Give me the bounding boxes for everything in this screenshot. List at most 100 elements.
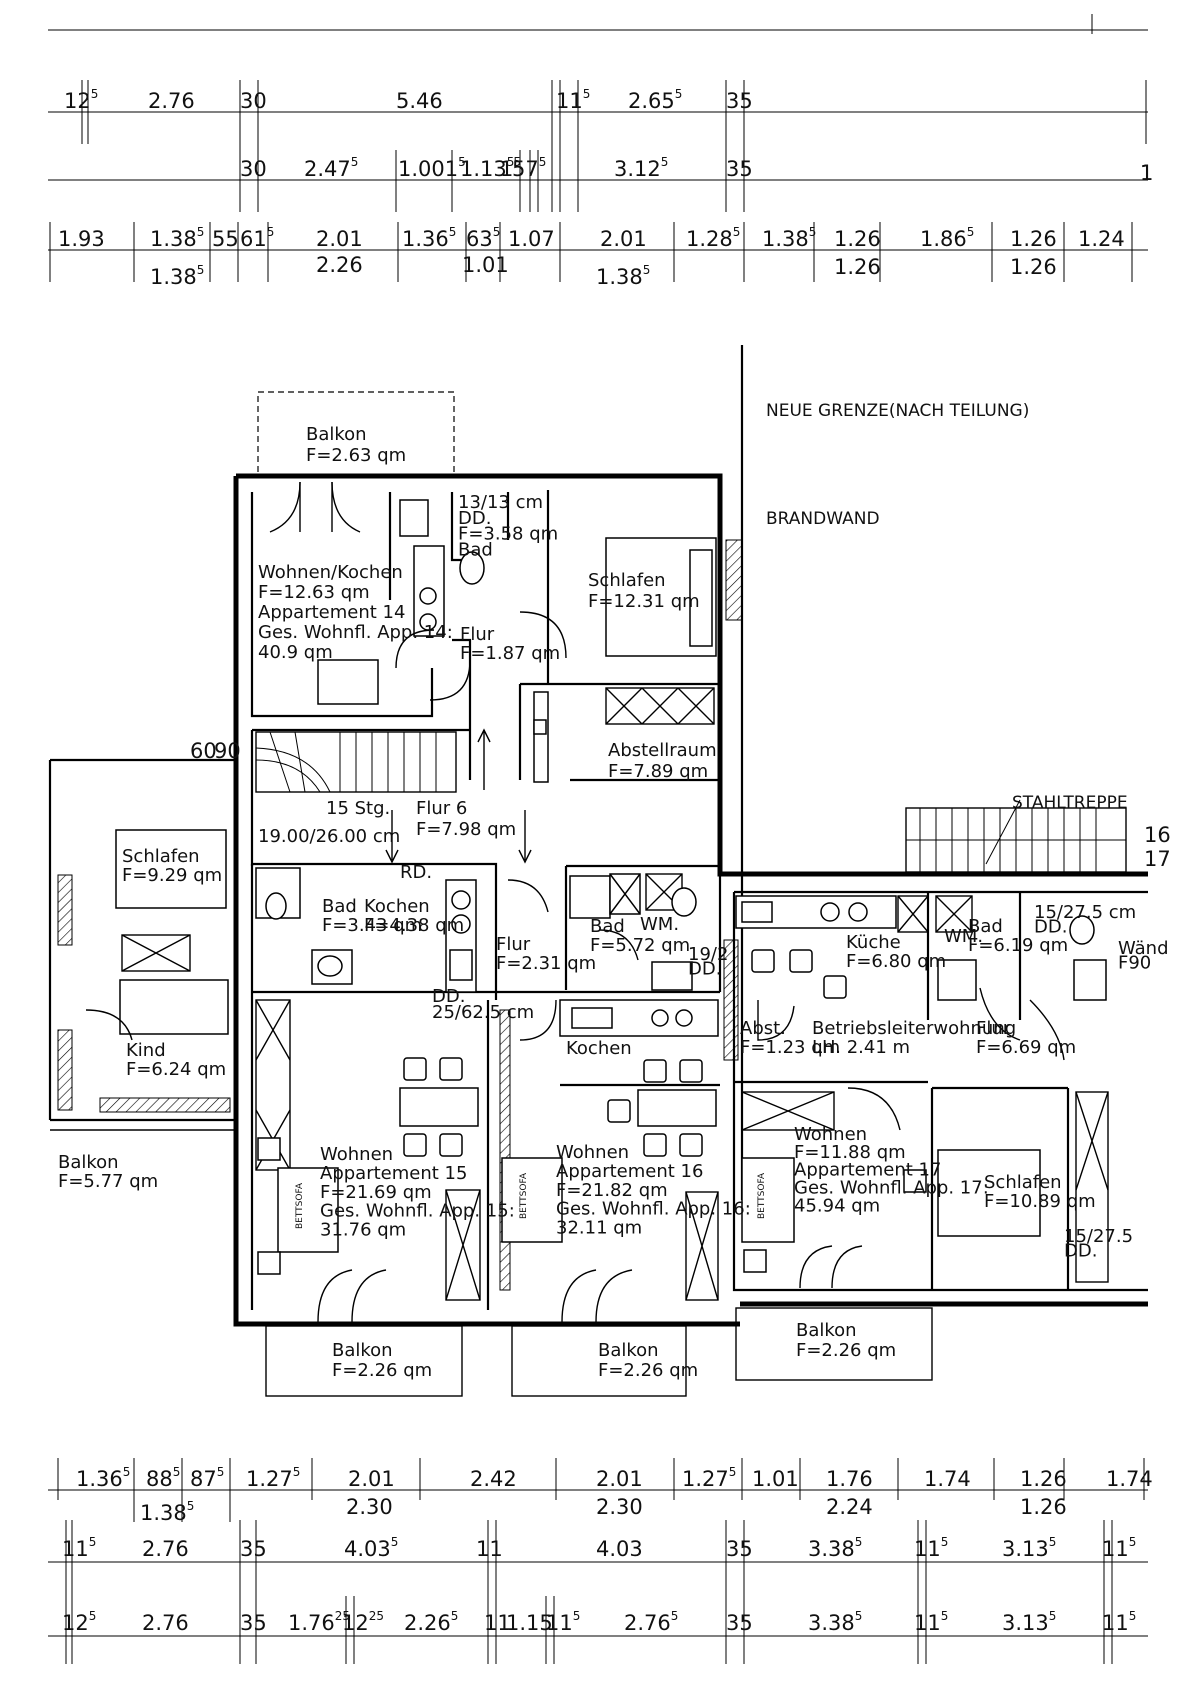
dimension-label: 1.7625 [288,1609,350,1635]
dimension-label: 125 [62,1609,96,1635]
dimension-superscript: 25 [335,1609,350,1623]
dimension-label: 30 [240,157,267,181]
dimension-value: 1.36 [76,1467,123,1491]
room-label-line: F=11.88 qm [794,1142,906,1163]
room-label-line: F=7.98 qm [416,819,516,840]
dimension-label: 30 [240,89,267,113]
room-label-line: F=6.69 qm [976,1037,1076,1058]
stair-count: 15 Stg. [326,798,390,819]
dimension-label: 3.135 [1002,1609,1056,1635]
dimension-label: 35 [240,1611,267,1635]
dimension-value: 11 [914,1611,941,1635]
dimension-label: 11 [484,1611,511,1635]
dimension-superscript: 5 [573,1609,581,1623]
dimension-value: 35 [726,1611,753,1635]
dimension-value: 2.42 [470,1467,517,1491]
room-label-line: Flur [460,624,495,645]
room-label-line: Balkon [796,1320,857,1341]
room-label-line: 32.11 qm [556,1218,642,1239]
dimension-superscript: 5 [449,225,457,239]
dimension-superscript: 5 [507,155,515,169]
stairs [255,728,1127,873]
room-label-line: Wänd [1118,938,1169,959]
dimension-value: 11 [1102,1611,1129,1635]
dimension-value: 11 [546,1611,573,1635]
dimension-label: 16 [1144,823,1171,847]
dimension-superscript: 5 [539,155,547,169]
dimension-value: 35 [726,1537,753,1561]
dimension-value: 11 [556,89,583,113]
dimension-superscript: 5 [391,1535,399,1549]
dimension-value: 1 [500,157,513,181]
dimension-superscript: 5 [91,87,99,101]
room-label-line: Flur [496,934,531,955]
dimension-value: 4.03 [344,1537,391,1561]
dimension-label: 575 [512,155,546,181]
room-label-line: Appartement 14 [258,602,405,623]
furniture [115,499,1109,1301]
dimension-label: 1.74 [924,1467,971,1491]
top-dimension-chains [48,14,1148,282]
room-label-line: F=6.24 qm [126,1059,226,1080]
dimension-value: 2.76 [624,1611,671,1635]
dimension-value: 2.26 [404,1611,451,1635]
dimension-label: 1.24 [1078,227,1125,251]
dimension-label: 115 [914,1535,948,1561]
dimension-label: 1.26 [834,255,881,279]
dimension-value: 30 [240,157,267,181]
room-label-line: Kochen [364,896,430,917]
dimension-value: 1.13 [460,157,507,181]
dimension-superscript: 5 [671,1609,679,1623]
dimension-label: 35 [726,1611,753,1635]
dimension-label: 35 [240,1537,267,1561]
dimension-superscript: 5 [458,155,466,169]
dimension-value: 88 [146,1467,173,1491]
room-label-line: DD. [1064,1241,1097,1262]
room-label-line: F=3.58 qm [458,524,558,545]
dimension-label: 1.93 [58,227,105,251]
dimension-value: 11 [484,1611,511,1635]
room-label-line: 13/13 cm [458,492,543,513]
dimension-superscript: 5 [197,263,205,277]
room-label-line: F=2.26 qm [796,1340,896,1361]
dimension-value: 3.38 [808,1537,855,1561]
room-label-line: 45.94 qm [794,1195,880,1216]
dimension-value: 30 [240,89,267,113]
dimension-label: 1.01 [462,253,509,277]
dimension-label: 2.30 [346,1495,393,1519]
dimension-value: 2.01 [348,1467,395,1491]
dimension-superscript: 5 [967,225,975,239]
dimension-value: 1.86 [920,227,967,251]
dimension-superscript: 5 [89,1535,97,1549]
dimension-superscript: 5 [855,1535,863,1549]
dimension-superscript: 5 [1129,1609,1137,1623]
dimension-value: 4.03 [596,1537,643,1561]
dimension-label: 875 [190,1465,224,1491]
dimension-label: 5.46 [396,89,443,113]
dimension-value: 1.76 [288,1611,335,1635]
dimension-label: 90 [214,739,241,763]
room-label-line: Ges. Wohnfl. App. 17: [794,1178,989,1199]
dimension-value: 90 [214,739,241,763]
dimension-label: 1 [1140,161,1153,185]
dimension-value: 5.46 [396,89,443,113]
room-label-line: F=7.89 qm [608,761,708,782]
dimension-value: 35 [726,157,753,181]
dimension-value: 1.26 [1010,227,1057,251]
steel-stair-note: STAHLTREPPE [1012,793,1128,813]
dimension-label: 1.385 [140,1499,194,1525]
dimension-label: 1.365 [76,1465,130,1491]
dimension-value: 1.28 [686,227,733,251]
dimension-superscript: 5 [809,225,817,239]
room-label-line: Appartement 16 [556,1161,703,1182]
